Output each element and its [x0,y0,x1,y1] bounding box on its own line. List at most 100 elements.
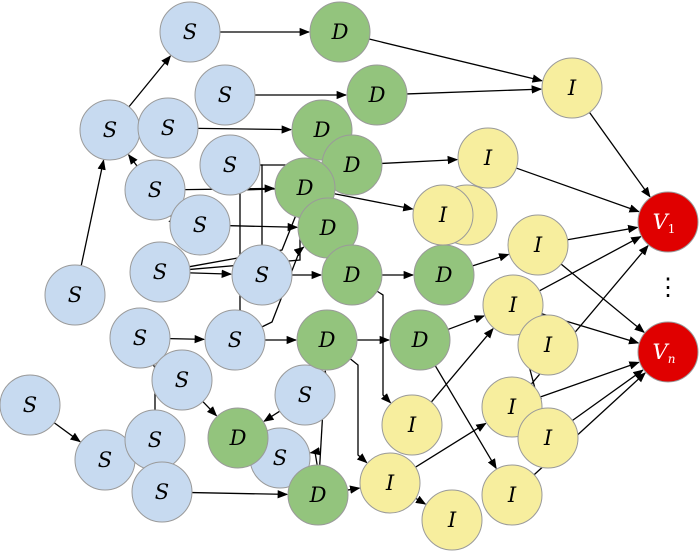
node-circle [194,64,256,126]
node-circle [207,407,269,469]
i-node-i12: I [481,464,543,526]
i-node-i11: I [359,452,421,514]
node-circle [517,314,579,376]
node-label-d: D [411,328,429,352]
node-circle [517,407,579,469]
node-circle [137,97,199,159]
node-circle [129,241,191,303]
node-label-i: I [483,146,493,170]
node-circle [507,214,569,276]
node-label-s: S [223,153,237,177]
s-node-s14: S [274,364,336,426]
node-label-i: I [407,413,417,437]
node-circle [421,489,483,551]
i-node-i1: I [541,57,603,119]
output-node-v1: V1 [637,191,699,253]
node-circle [482,274,544,336]
edge-arrow-i5-vn [560,263,645,333]
node-label-i: I [507,483,517,507]
s-node-s5: S [199,134,261,196]
edge-arrow-i5-v1 [567,224,639,241]
d-node-d1: D [309,1,371,63]
s-node-s19: S [131,461,193,523]
node-circle [637,191,699,253]
node-label-i: I [438,203,448,227]
node-label-s: S [183,20,197,44]
edge-layer [53,27,651,505]
node-label-i: I [447,508,457,532]
node-circle [124,159,186,221]
s-node-s1: S [159,1,221,63]
node-circle [231,244,293,306]
s-node-s2: S [194,64,256,126]
d-node-d6: D [297,197,359,259]
s-node-s10: S [231,244,293,306]
node-label-d: D [309,483,327,507]
s-node-s17: S [124,409,186,471]
node-circle [44,264,106,326]
d-node-d12: D [287,464,349,526]
output-node-label: V1 [653,210,676,236]
i-node-i4: I [412,184,474,246]
node-circle [309,1,371,63]
edge-arrow-s3-s1 [128,55,172,108]
edge-arrow-s13-d11 [202,401,218,417]
i-node-i7: I [517,314,579,376]
node-label-d: D [229,426,247,450]
node-label-s: S [161,116,175,140]
edge-arrow-d5-s12 [234,188,276,320]
d-node-d10: D [389,309,451,371]
edge-arrow-s19-d12 [191,490,289,499]
node-circle [199,134,261,196]
node-label-d: D [319,216,337,240]
node-circle [321,244,383,306]
d-node-d4: D [321,134,383,196]
i-node-i6: I [482,274,544,336]
node-circle [541,57,603,119]
s-node-s4: S [137,97,199,159]
node-label-s: S [228,328,242,352]
s-node-s11: S [109,307,171,369]
edge-arrow-s11-s12 [169,334,206,344]
node-label-d: D [296,176,314,200]
node-label-i: I [543,333,553,357]
edge-arrow-i2-v1 [516,167,640,213]
edge-arrow-s7-d6 [229,222,299,232]
node-label-s: S [273,446,287,470]
node-circle [481,464,543,526]
node-circle [412,184,474,246]
node-label-s: S [255,263,269,287]
edge-arrow-d10-i6 [447,315,485,331]
s-node-s15: S [0,374,61,436]
node-label-s: S [23,393,37,417]
node-label-d: D [435,263,453,287]
d-node-d7: D [321,244,383,306]
edge-arrow-i10-vn [572,369,644,422]
edge-arrow-s9-s10 [189,269,233,278]
node-label-s: S [193,213,207,237]
node-circle [457,127,519,189]
edge-arrow-d1-i1 [369,38,543,83]
edge-arrow-s6-s3 [127,153,138,167]
node-circle [346,64,408,126]
output-ellipsis: ⋮ [656,275,680,301]
edge-arrow-d5-i4 [334,193,414,212]
s-node-s9: S [129,241,191,303]
node-label-s: S [155,480,169,504]
node-label-d: D [343,153,361,177]
edge-arrow-d4-i2 [381,155,459,165]
edge-arrow-d10-i12 [434,365,497,470]
node-label-d: D [313,118,331,142]
node-circle [0,374,61,436]
node-label-s: S [153,260,167,284]
node-circle [296,309,358,371]
node-label-i: I [543,426,553,450]
i-node-i13: I [421,489,483,551]
output-node-label: Vn [653,340,676,366]
edge-arrow-d9-i11 [349,358,368,464]
node-label-d: D [331,20,349,44]
node-label-s: S [68,283,82,307]
